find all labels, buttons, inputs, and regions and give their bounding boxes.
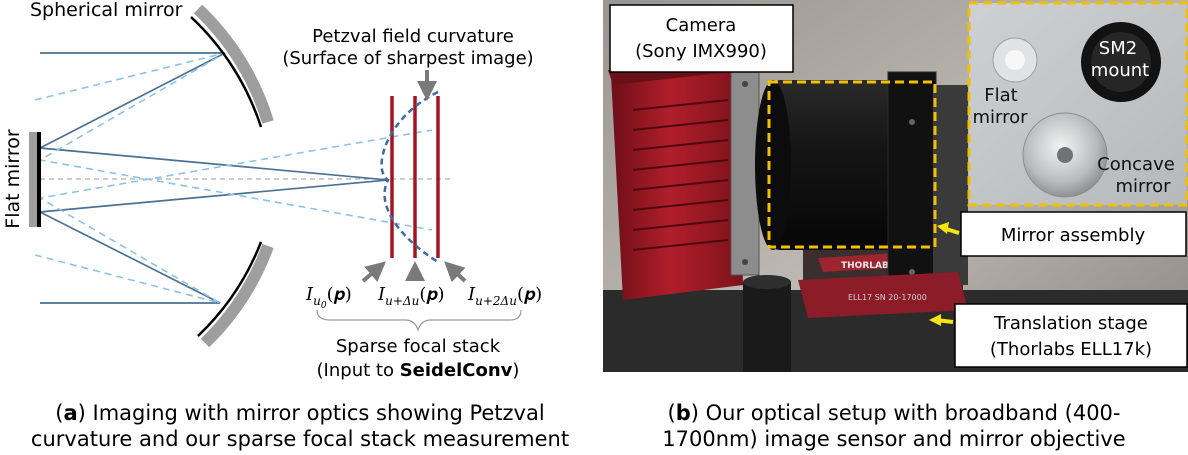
caption-b: (b) Our optical setup with broadband (40… [600, 400, 1188, 452]
sm2-mount-inner [1091, 32, 1151, 92]
spherical-mirror-label: Spherical mirror [30, 0, 183, 21]
stage-text: ELL17 SN 20-17000 [848, 293, 927, 302]
screw-1 [742, 81, 748, 87]
stack-label-u0: Iu0(𝒑) [305, 284, 352, 311]
stack-label-u1: Iu+Δu(𝒑) [377, 284, 445, 308]
camera-mount-plate [730, 69, 760, 276]
spherical-mirror [190, 4, 274, 348]
inset-mirror-parts [967, 1, 1188, 207]
flat-mirror-surface [37, 132, 41, 227]
screw-2 [742, 259, 748, 265]
dashed-rays [34, 52, 433, 304]
mirror-assembly-label: Mirror assembly [1001, 225, 1146, 246]
stack-arrows [361, 261, 467, 283]
translation-stage [798, 272, 968, 318]
post [743, 282, 791, 372]
inset-concave-mirror-label: mirror [1115, 176, 1171, 197]
mirror-optics-diagram: Flat mirror Spherical mirror Petzval fie… [2, 0, 542, 381]
petzval-subtitle: (Surface of sharpest image) [282, 48, 533, 69]
mirror-assembly-arrowhead [937, 222, 949, 234]
inset-concave-label: Concave [1097, 154, 1175, 175]
caption-b-label: b [675, 401, 691, 425]
solid-rays [36, 52, 389, 304]
stack-label-u2: Iu+2Δu(𝒑) [467, 284, 542, 308]
caption-b-line2: 1700nm) image sensor and mirror objectiv… [662, 427, 1126, 451]
camera-label-box [609, 4, 794, 73]
translation-stage-label: Translation stage [993, 313, 1148, 334]
post-top [743, 275, 791, 289]
plate-screw-1 [909, 119, 915, 125]
mirror-assembly-highlight [767, 80, 937, 249]
caption-b-line1: (b) Our optical setup with broadband (40… [667, 401, 1121, 425]
translation-stage-model-label: (Thorlabs ELL17k) [990, 339, 1152, 360]
plate-screw-2 [909, 269, 915, 275]
mirror-assembly-box [960, 211, 1187, 257]
concave-mirror-hole [1057, 147, 1073, 163]
stack-brace [316, 309, 522, 333]
camera-fins [632, 99, 729, 251]
barrel-front [755, 80, 791, 250]
caption-a-line1: (a) Imaging with mirror optics showing P… [55, 401, 545, 425]
lens-plate [887, 71, 937, 303]
camera-body [611, 60, 743, 300]
sensor-planes [390, 96, 440, 258]
inset-sm2-label: SM2 [1099, 38, 1137, 59]
camera-label: Camera [666, 15, 737, 36]
flat-mirror-center [1005, 50, 1025, 70]
inset-flat-label: Flat [984, 85, 1017, 106]
petzval-curve [380, 90, 439, 264]
focal-stack-title: Sparse focal stack [336, 336, 501, 357]
rail-text: THORLABS [841, 261, 895, 271]
inset-flat-mirror-label: mirror [972, 107, 1028, 128]
translation-stage-box [954, 303, 1188, 368]
optical-setup-photo: THORLABS ELL17 SN 20-17000 SM2 mount [603, 0, 1188, 372]
camera-model-label: (Sony IMX990) [635, 41, 767, 62]
flat-mirror-body [29, 132, 37, 227]
translation-stage-arrowhead [929, 314, 941, 326]
flat-mirror-label: Flat mirror [2, 129, 24, 229]
petzval-title: Petzval field curvature [312, 26, 514, 47]
focal-stack-subtitle: (Input to SeidelConv) [317, 360, 520, 381]
caption-a-line2: curvature and our sparse focal stack mea… [30, 427, 570, 451]
inset-mount-label: mount [1091, 60, 1149, 81]
caption-a-label: a [63, 401, 78, 425]
caption-a: (a) Imaging with mirror optics showing P… [0, 400, 600, 452]
